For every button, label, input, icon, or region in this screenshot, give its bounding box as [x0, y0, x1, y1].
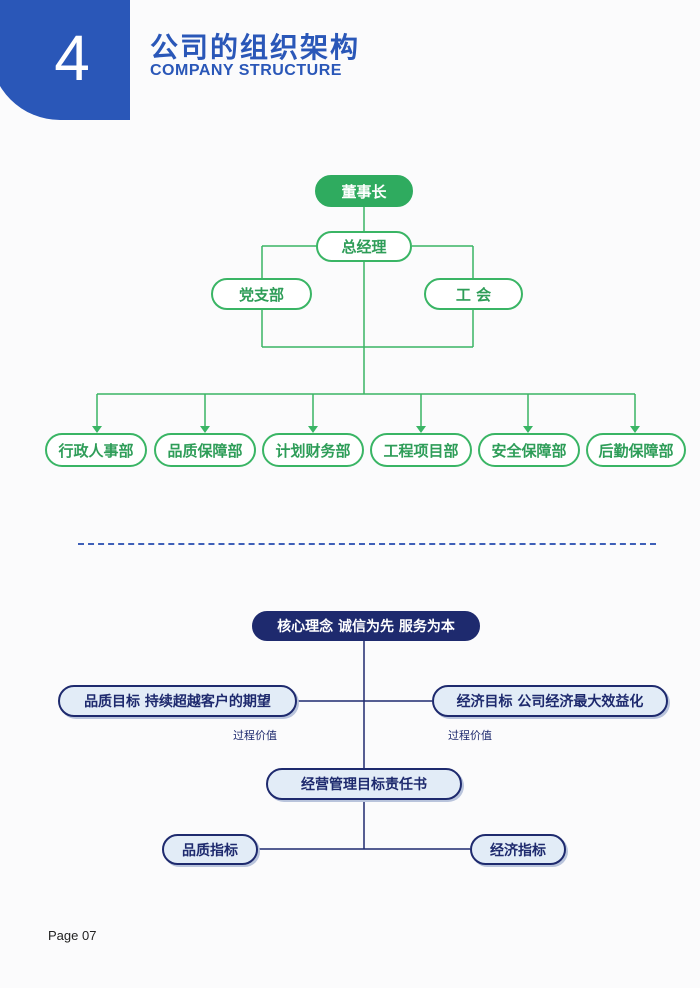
dept-box-safety-assurance: 安全保障部 — [478, 433, 580, 467]
process-value-label-left: 过程价值 — [233, 729, 277, 742]
page-title: 公司的组织架构 — [150, 31, 361, 64]
quality-index-box: 品质指标 — [162, 834, 258, 865]
core-concept-box: 核心理念 诚信为先 服务为本 — [252, 611, 480, 641]
labor-union-box: 工 会 — [424, 278, 523, 310]
quality-goal-box: 品质目标 持续超越客户的期望 — [58, 685, 297, 717]
dept-box-engineering-projects: 工程项目部 — [370, 433, 472, 467]
page-number: Page 07 — [48, 928, 97, 943]
section-badge — [0, 0, 130, 120]
chairman-box: 董事长 — [315, 175, 413, 207]
dept-box-admin-hr: 行政人事部 — [45, 433, 147, 467]
responsibility-doc-box: 经营管理目标责任书 — [266, 768, 462, 800]
party-branch-box: 党支部 — [211, 278, 312, 310]
economic-goal-box: 经济目标 公司经济最大效益化 — [432, 685, 668, 717]
dept-box-planning-finance: 计划财务部 — [262, 433, 364, 467]
dept-box-quality-assurance: 品质保障部 — [154, 433, 256, 467]
page-subtitle: COMPANY STRUCTURE — [150, 62, 342, 79]
dept-box-logistics-support: 后勤保障部 — [586, 433, 686, 467]
org-chart-connectors — [92, 207, 640, 433]
section-number: 4 — [54, 22, 90, 94]
process-value-label-right: 过程价值 — [448, 729, 492, 742]
general-manager-box: 总经理 — [316, 231, 412, 262]
economic-index-box: 经济指标 — [470, 834, 566, 865]
section-divider — [78, 543, 656, 545]
